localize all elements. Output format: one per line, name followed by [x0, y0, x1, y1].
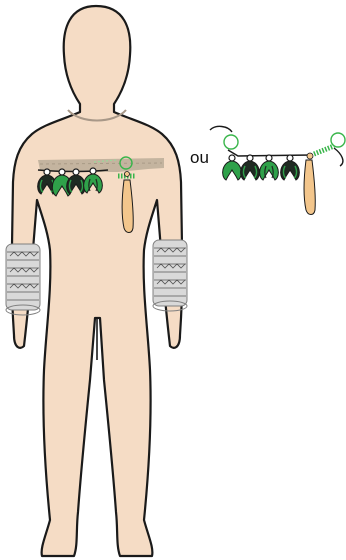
- woven-armband-icon: [6, 244, 40, 315]
- tassel-icon: [304, 160, 315, 215]
- spring-clasp-icon: [307, 146, 334, 159]
- cord-hook-left: [210, 126, 232, 132]
- leaf-pendant-icon: [223, 155, 242, 180]
- woven-armband-icon: [153, 240, 187, 311]
- leaf-pendant-icon: [281, 155, 300, 180]
- leaf-pendant-icon: [260, 155, 279, 180]
- cord-hook-right: [334, 148, 343, 166]
- ring-marker-icon: [331, 133, 345, 147]
- alternative-necklace: [210, 126, 345, 214]
- ring-marker-icon: [224, 135, 238, 149]
- alternative-connector-label: ou: [190, 148, 209, 168]
- left-armband: [6, 244, 40, 315]
- right-armband: [153, 240, 187, 311]
- leaf-pendant-icon: [241, 155, 260, 180]
